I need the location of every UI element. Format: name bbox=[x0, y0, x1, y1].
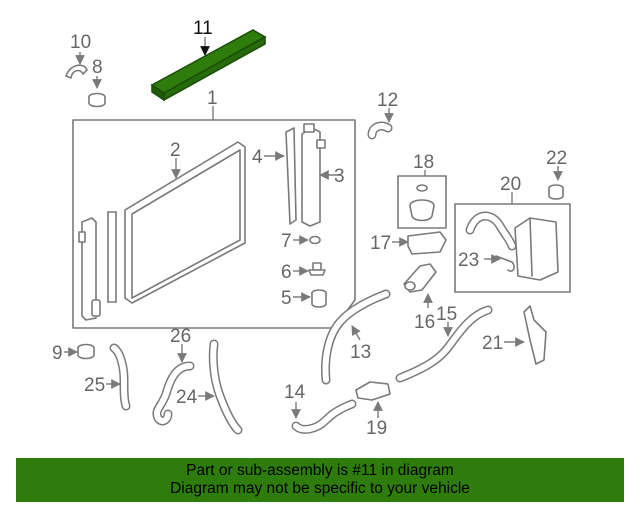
part-24-hose bbox=[208, 339, 243, 435]
callout-22: 22 bbox=[546, 148, 567, 169]
callout-6: 6 bbox=[281, 262, 292, 283]
part-25-hose bbox=[109, 343, 131, 411]
part-20-reservoir-tank bbox=[454, 203, 571, 293]
part-12-hose bbox=[367, 121, 393, 140]
callout-13: 13 bbox=[350, 342, 371, 363]
callout-19: 19 bbox=[366, 418, 387, 439]
callout-9: 9 bbox=[52, 343, 63, 364]
callout-21: 21 bbox=[482, 333, 503, 354]
part-17-bracket bbox=[407, 231, 447, 255]
callout-18: 18 bbox=[413, 152, 434, 173]
parts-diagram: 11 10 8 1 2 4 3 bbox=[52, 18, 571, 439]
part-19-connector bbox=[355, 381, 391, 401]
leader-13 bbox=[351, 325, 361, 341]
part-2-radiator-core bbox=[107, 141, 246, 304]
part-11-seal-strip[interactable] bbox=[150, 29, 267, 102]
callout-24: 24 bbox=[176, 387, 198, 408]
callout-23: 23 bbox=[458, 250, 479, 271]
callout-20: 20 bbox=[500, 174, 521, 195]
callout-10: 10 bbox=[70, 32, 91, 53]
callout-3: 3 bbox=[334, 166, 345, 187]
banner-line-2: Diagram may not be specific to your vehi… bbox=[170, 480, 470, 497]
info-banner: Part or sub-assembly is #11 in diagram D… bbox=[16, 458, 624, 502]
callout-7: 7 bbox=[281, 231, 292, 252]
radiator-left-tank bbox=[78, 217, 101, 321]
part-22-reservoir-cap bbox=[548, 184, 564, 200]
banner-line-1: Part or sub-assembly is #11 in diagram bbox=[186, 462, 454, 479]
part-15-heater-hose bbox=[395, 305, 493, 383]
callout-26: 26 bbox=[170, 326, 191, 347]
callout-17: 17 bbox=[370, 233, 391, 254]
callout-1: 1 bbox=[207, 88, 218, 109]
callout-2: 2 bbox=[170, 140, 181, 161]
callout-25: 25 bbox=[84, 375, 105, 396]
part-4-side-plate bbox=[285, 127, 297, 225]
part-23-reservoir-hose bbox=[495, 255, 515, 272]
part-3-right-tank bbox=[301, 123, 326, 227]
callout-11: 11 bbox=[193, 18, 213, 39]
part-26-hose bbox=[152, 361, 195, 426]
part-6-drain-plug bbox=[308, 262, 326, 276]
callout-4: 4 bbox=[252, 147, 263, 168]
part-16-filler-neck bbox=[403, 263, 437, 293]
part-8-cap bbox=[88, 92, 106, 108]
part-5-cap bbox=[311, 289, 327, 308]
part-10-hose-clip bbox=[65, 64, 88, 79]
callout-12: 12 bbox=[377, 90, 398, 111]
part-14-hose bbox=[291, 399, 357, 434]
part-9-plug bbox=[77, 343, 95, 360]
callout-14: 14 bbox=[284, 382, 306, 403]
part-18-radiator-cap bbox=[397, 175, 447, 229]
callout-15: 15 bbox=[436, 304, 457, 325]
callout-8: 8 bbox=[92, 57, 103, 78]
callout-5: 5 bbox=[281, 288, 292, 309]
part-13-lower-hose bbox=[321, 289, 391, 385]
callout-16: 16 bbox=[414, 312, 435, 333]
part-21-bracket bbox=[523, 305, 547, 365]
part-7-oring bbox=[309, 235, 321, 245]
